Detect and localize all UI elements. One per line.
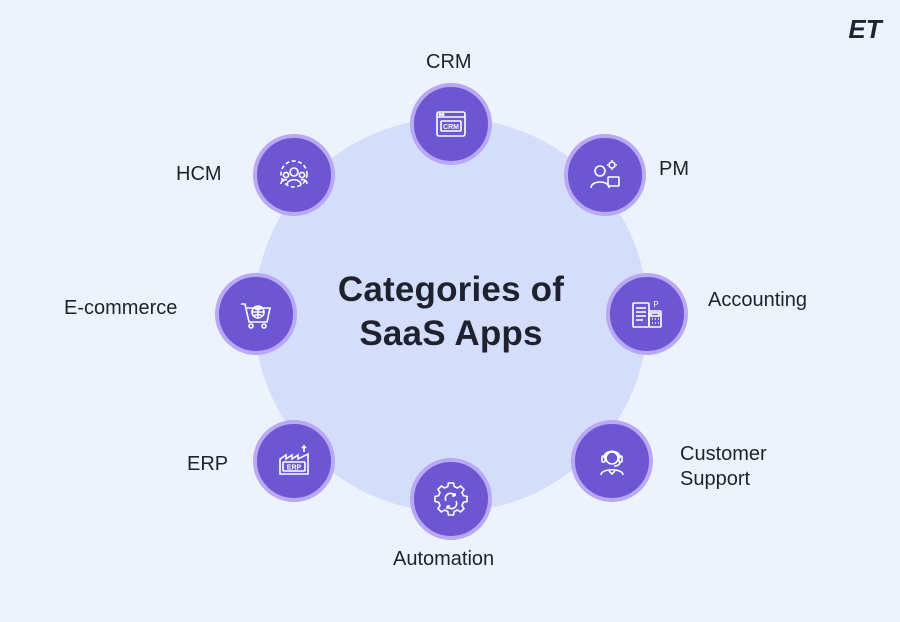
label-customer-support-line-2: Support [680,468,751,490]
ecommerce-cart-icon [241,303,271,329]
label-customer-support-line-1: Customer [680,443,767,465]
logo-text: ET [848,14,883,44]
crm-window-icon: CRM [436,111,466,137]
node-crm: CRM [410,83,492,165]
node-customer-support [571,420,653,502]
label-automation: Automation [393,548,495,570]
support-headset-icon [600,450,624,476]
page-title: Categories of SaaS Apps [300,268,602,356]
et-logo-icon: ET [848,14,883,44]
node-accounting: P [606,273,688,355]
erp-factory-icon: ERP [279,444,309,475]
label-pm: PM [659,158,689,180]
title-line-1: Categories of [337,270,565,309]
title-line-2: SaaS Apps [359,314,543,353]
label-crm: CRM [426,51,472,73]
svg-text:CRM: CRM [443,124,459,131]
node-pm [564,134,646,216]
svg-text:ERP: ERP [287,465,302,472]
node-automation [410,458,492,540]
project-manager-icon [590,160,620,189]
node-erp: ERP [253,420,335,502]
label-ecommerce: E-commerce [64,297,178,319]
label-customer-support: Customer Support [680,442,767,492]
node-ecommerce [215,273,297,355]
node-hcm [253,134,335,216]
hcm-people-icon [280,160,308,188]
label-hcm: HCM [176,163,222,185]
accounting-ledger-icon: P [632,300,662,328]
automation-gear-icon [434,482,468,516]
svg-text:P: P [653,300,658,309]
label-erp: ERP [187,453,229,475]
label-accounting: Accounting [708,289,807,311]
